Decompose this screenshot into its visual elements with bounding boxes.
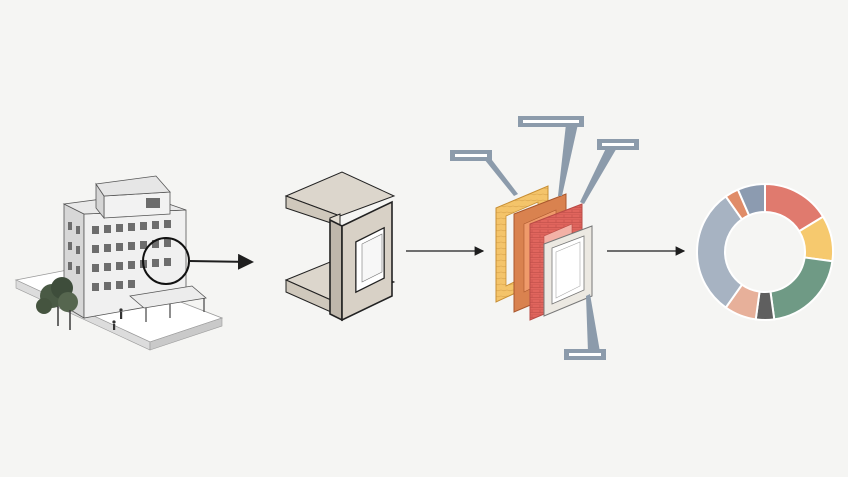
callout-3 — [580, 139, 639, 204]
ground-plane-edge-right — [149, 317, 223, 351]
person-icon — [112, 308, 123, 330]
building-illustration — [14, 175, 224, 351]
callout-4 — [564, 294, 606, 360]
donut-slice-6 — [696, 195, 744, 309]
module-front-wall-side — [329, 218, 343, 322]
wall-module-illustration — [284, 171, 396, 322]
donut-slice-3 — [769, 256, 834, 321]
tree-icon — [36, 277, 78, 330]
donut-slice-8 — [736, 182, 766, 217]
donut-chart — [696, 182, 834, 321]
canopy-columns — [145, 298, 205, 322]
module-window-inner — [361, 233, 383, 283]
flow-arrow-1 — [188, 253, 254, 270]
penthouse-window — [146, 198, 160, 208]
layer-light-frame-inner — [555, 241, 581, 299]
penthouse-roof — [95, 175, 171, 197]
callout-1 — [450, 150, 518, 196]
canopy — [129, 285, 207, 309]
penthouse-front — [103, 191, 171, 219]
exploded-layers-illustration — [495, 185, 593, 321]
layer-light-frame-opening — [551, 235, 585, 305]
callout-2 — [518, 116, 584, 196]
callouts — [450, 116, 639, 360]
